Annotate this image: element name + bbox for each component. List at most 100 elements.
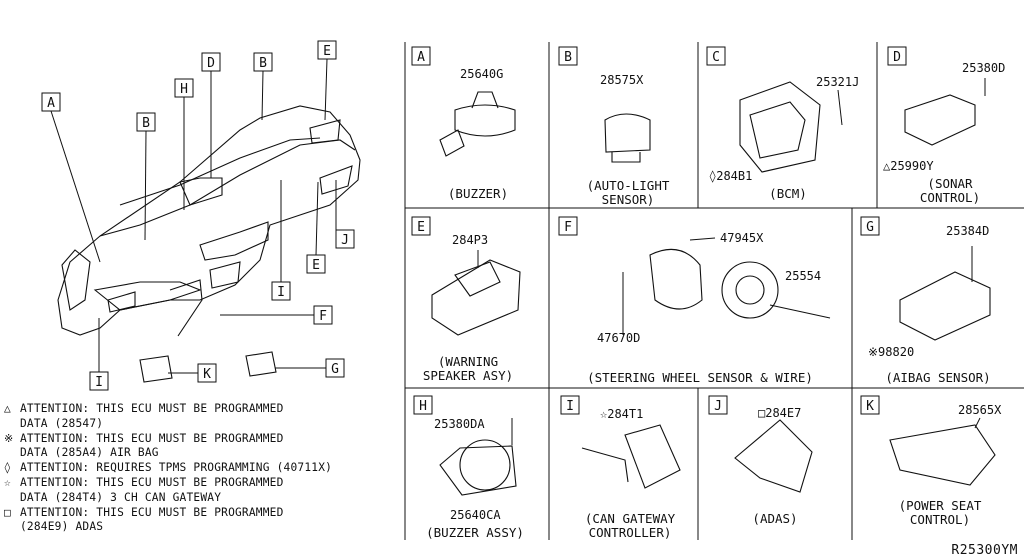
can-gateway-caption: (CAN GATEWAY [585, 511, 676, 526]
part-number: 28565X [958, 403, 1002, 417]
buzzer-assy-housing [439, 445, 517, 496]
part-number: ☆284T1 [600, 407, 643, 421]
spiral-wire [769, 304, 831, 319]
panel-f-box [558, 216, 578, 236]
spiral-cable [721, 261, 779, 319]
defroster-panel [119, 137, 321, 206]
overview-callout-box [136, 112, 156, 132]
dashboard-body [57, 105, 361, 336]
part-number: △25990Y [883, 159, 934, 173]
overview-callout-letter: A [47, 96, 55, 111]
overview-leader [324, 58, 328, 121]
note-symbol: ☆ [4, 476, 11, 490]
overview-callout-letter: J [341, 233, 349, 248]
panel-e-box [411, 216, 431, 236]
note-symbol: ◊ [4, 461, 11, 475]
steering-angle-sensor [649, 248, 703, 310]
sensor-body [604, 113, 651, 153]
bcm-housing [739, 81, 821, 173]
overview-callout-box [174, 78, 194, 98]
part-number: 47670D [597, 331, 640, 345]
part-leader [974, 417, 981, 429]
part-number: 25380D [962, 61, 1005, 75]
part-number: □284E7 [758, 406, 801, 420]
side-panel [61, 249, 91, 311]
part-number: 25554 [785, 269, 821, 283]
overview-callout-box [317, 40, 337, 60]
buzzer-assy-caption: (BUZZER ASSY) [426, 525, 524, 540]
sonar-caption: (SONAR [927, 176, 973, 191]
speaker-bracket [431, 259, 521, 336]
adas-caption: (ADAS) [752, 511, 797, 526]
part-number: 25380DA [434, 417, 485, 431]
overview-callout-letter: E [312, 258, 320, 273]
overview-leader [144, 130, 147, 241]
module-k-shape [139, 355, 173, 383]
overview-callout-letter: B [259, 56, 267, 71]
panel-g-letter: G [866, 220, 874, 235]
buzzer-connector [439, 129, 465, 157]
overview-callout-box [271, 281, 291, 301]
overview-callout-box [335, 229, 355, 249]
power-seat-caption: CONTROL) [910, 512, 970, 527]
sonar-caption: CONTROL) [920, 190, 980, 205]
note-text: ATTENTION: REQUIRES TPMS PROGRAMMING (40… [20, 461, 333, 475]
overview-callout-box [253, 52, 273, 72]
part-number: 25640CA [450, 508, 501, 522]
overview-callout-letter: I [95, 375, 103, 390]
airbag-caption: (AIBAG SENSOR) [885, 370, 990, 385]
part-number: 28575X [600, 73, 644, 87]
panel-d-box [887, 46, 907, 66]
part-leader [689, 237, 716, 241]
buzzer-caption: (BUZZER) [448, 186, 508, 201]
warning-speaker-caption: SPEAKER ASY) [423, 368, 513, 383]
panel-a-letter: A [417, 50, 425, 65]
steering-column [169, 279, 203, 337]
panel-j-letter: J [714, 399, 722, 414]
note-symbol: △ [4, 402, 11, 415]
gateway-bracket [581, 447, 629, 483]
auto-light-caption: SENSOR) [602, 192, 655, 207]
attention-note: ◊ ATTENTION: REQUIRES TPMS PROGRAMMING (4… [4, 461, 400, 476]
part-number: 284P3 [452, 233, 488, 247]
note-symbol: □ [4, 505, 11, 519]
overview-callout-letter: G [331, 362, 339, 377]
panel-c-box [706, 46, 726, 66]
glovebox-vent [309, 119, 341, 144]
overview-callout-letter: I [277, 285, 285, 300]
panel-grid [404, 42, 1024, 540]
can-gateway-caption: CONTROLLER) [589, 525, 672, 540]
dashboard-top-edge [99, 139, 356, 237]
panel-k-letter: K [866, 399, 874, 414]
part-number: 25640G [460, 67, 503, 81]
adas-module [734, 419, 813, 493]
overview-callout-letter: B [142, 116, 150, 131]
overview-callout-box [325, 358, 345, 378]
sensor-clip [611, 152, 641, 163]
panel-e-letter: E [417, 220, 425, 235]
sonar-module [904, 94, 976, 146]
overview-callout-box [306, 254, 326, 274]
module-g-shape [245, 351, 277, 377]
panel-h-letter: H [419, 399, 427, 414]
overview-callout-letter: F [319, 309, 327, 324]
center-stack [199, 221, 269, 261]
panel-i-letter: I [566, 399, 574, 414]
power-seat-caption: (POWER SEAT [899, 498, 982, 513]
part-number: ※98820 [868, 345, 914, 359]
panel-i-box [560, 395, 580, 415]
overview-leader [261, 70, 264, 121]
auto-light-caption: (AUTO-LIGHT [587, 178, 670, 193]
panel-h-box [413, 395, 433, 415]
spiral-cable-hub [735, 275, 765, 305]
panel-c-letter: C [712, 50, 720, 65]
overview-callout-letter: D [207, 56, 215, 71]
